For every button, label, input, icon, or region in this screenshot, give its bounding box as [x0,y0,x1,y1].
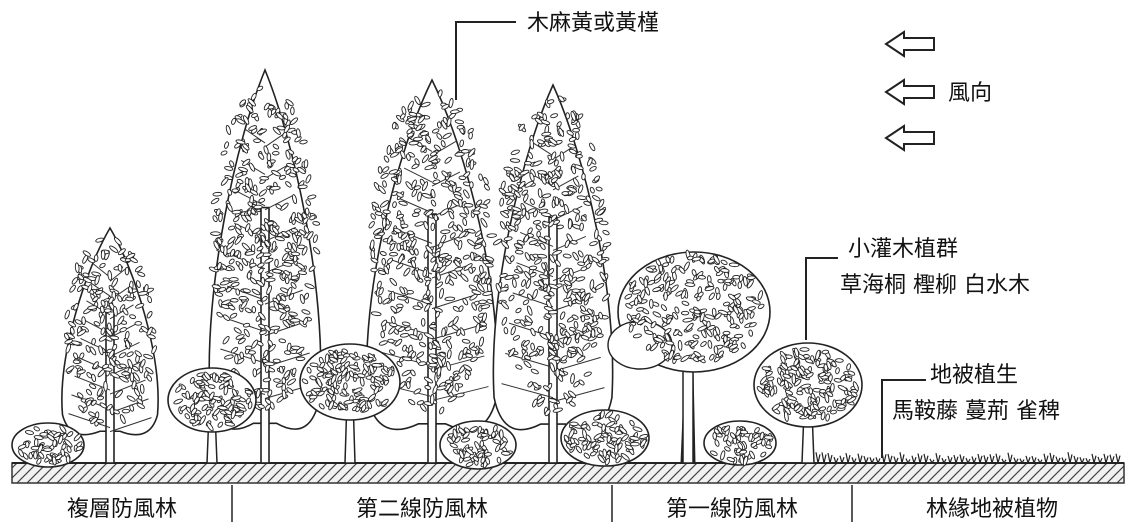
tall-tree-4 [61,226,159,464]
shrub-1 [11,422,85,468]
ground-cover-species: 馬鞍藤 蔓荊 雀稗 [892,399,1060,424]
tree-layer [11,67,863,470]
ground-cover-grass [815,452,1121,464]
tall-tree-2 [365,78,499,464]
round-tree-2 [299,343,401,464]
ground-strip [11,462,1125,484]
shrub-4 [703,420,777,466]
zone-label-first-line: 第一線防風林 [666,497,798,522]
wind-arrows [884,30,935,152]
zone-label-second-line: 第二線防風林 [356,497,488,522]
round-tree-3 [753,342,863,464]
leader-tall-trees [455,21,516,100]
ground-cover-title: 地被植生 [930,363,1018,388]
tall-trees-label: 木麻黃或黃槿 [527,11,659,36]
zone-dividers [231,485,853,522]
shrub-group-title: 小灌木植群 [848,237,958,262]
shrub-2 [439,420,517,470]
shrub-3 [560,409,650,467]
tall-tree-3 [492,83,614,464]
round-tree-1 [167,367,257,464]
zone-label-forest-edge: 林緣地被植物 [926,497,1058,522]
leader-shrubs [805,257,838,340]
shrub-species: 草海桐 檉柳 白水木 [840,273,1030,298]
wind-label: 風向 [948,81,992,106]
wind-arrow-icon [884,124,935,152]
leader-lines [455,21,926,458]
leader-ground [881,379,926,458]
broad-canopy-tree [607,249,771,464]
tall-tree-1 [208,67,322,464]
zone-label-multilayer: 複層防風林 [67,497,177,522]
wind-arrow-icon [884,78,935,106]
wind-arrow-icon [884,30,935,58]
